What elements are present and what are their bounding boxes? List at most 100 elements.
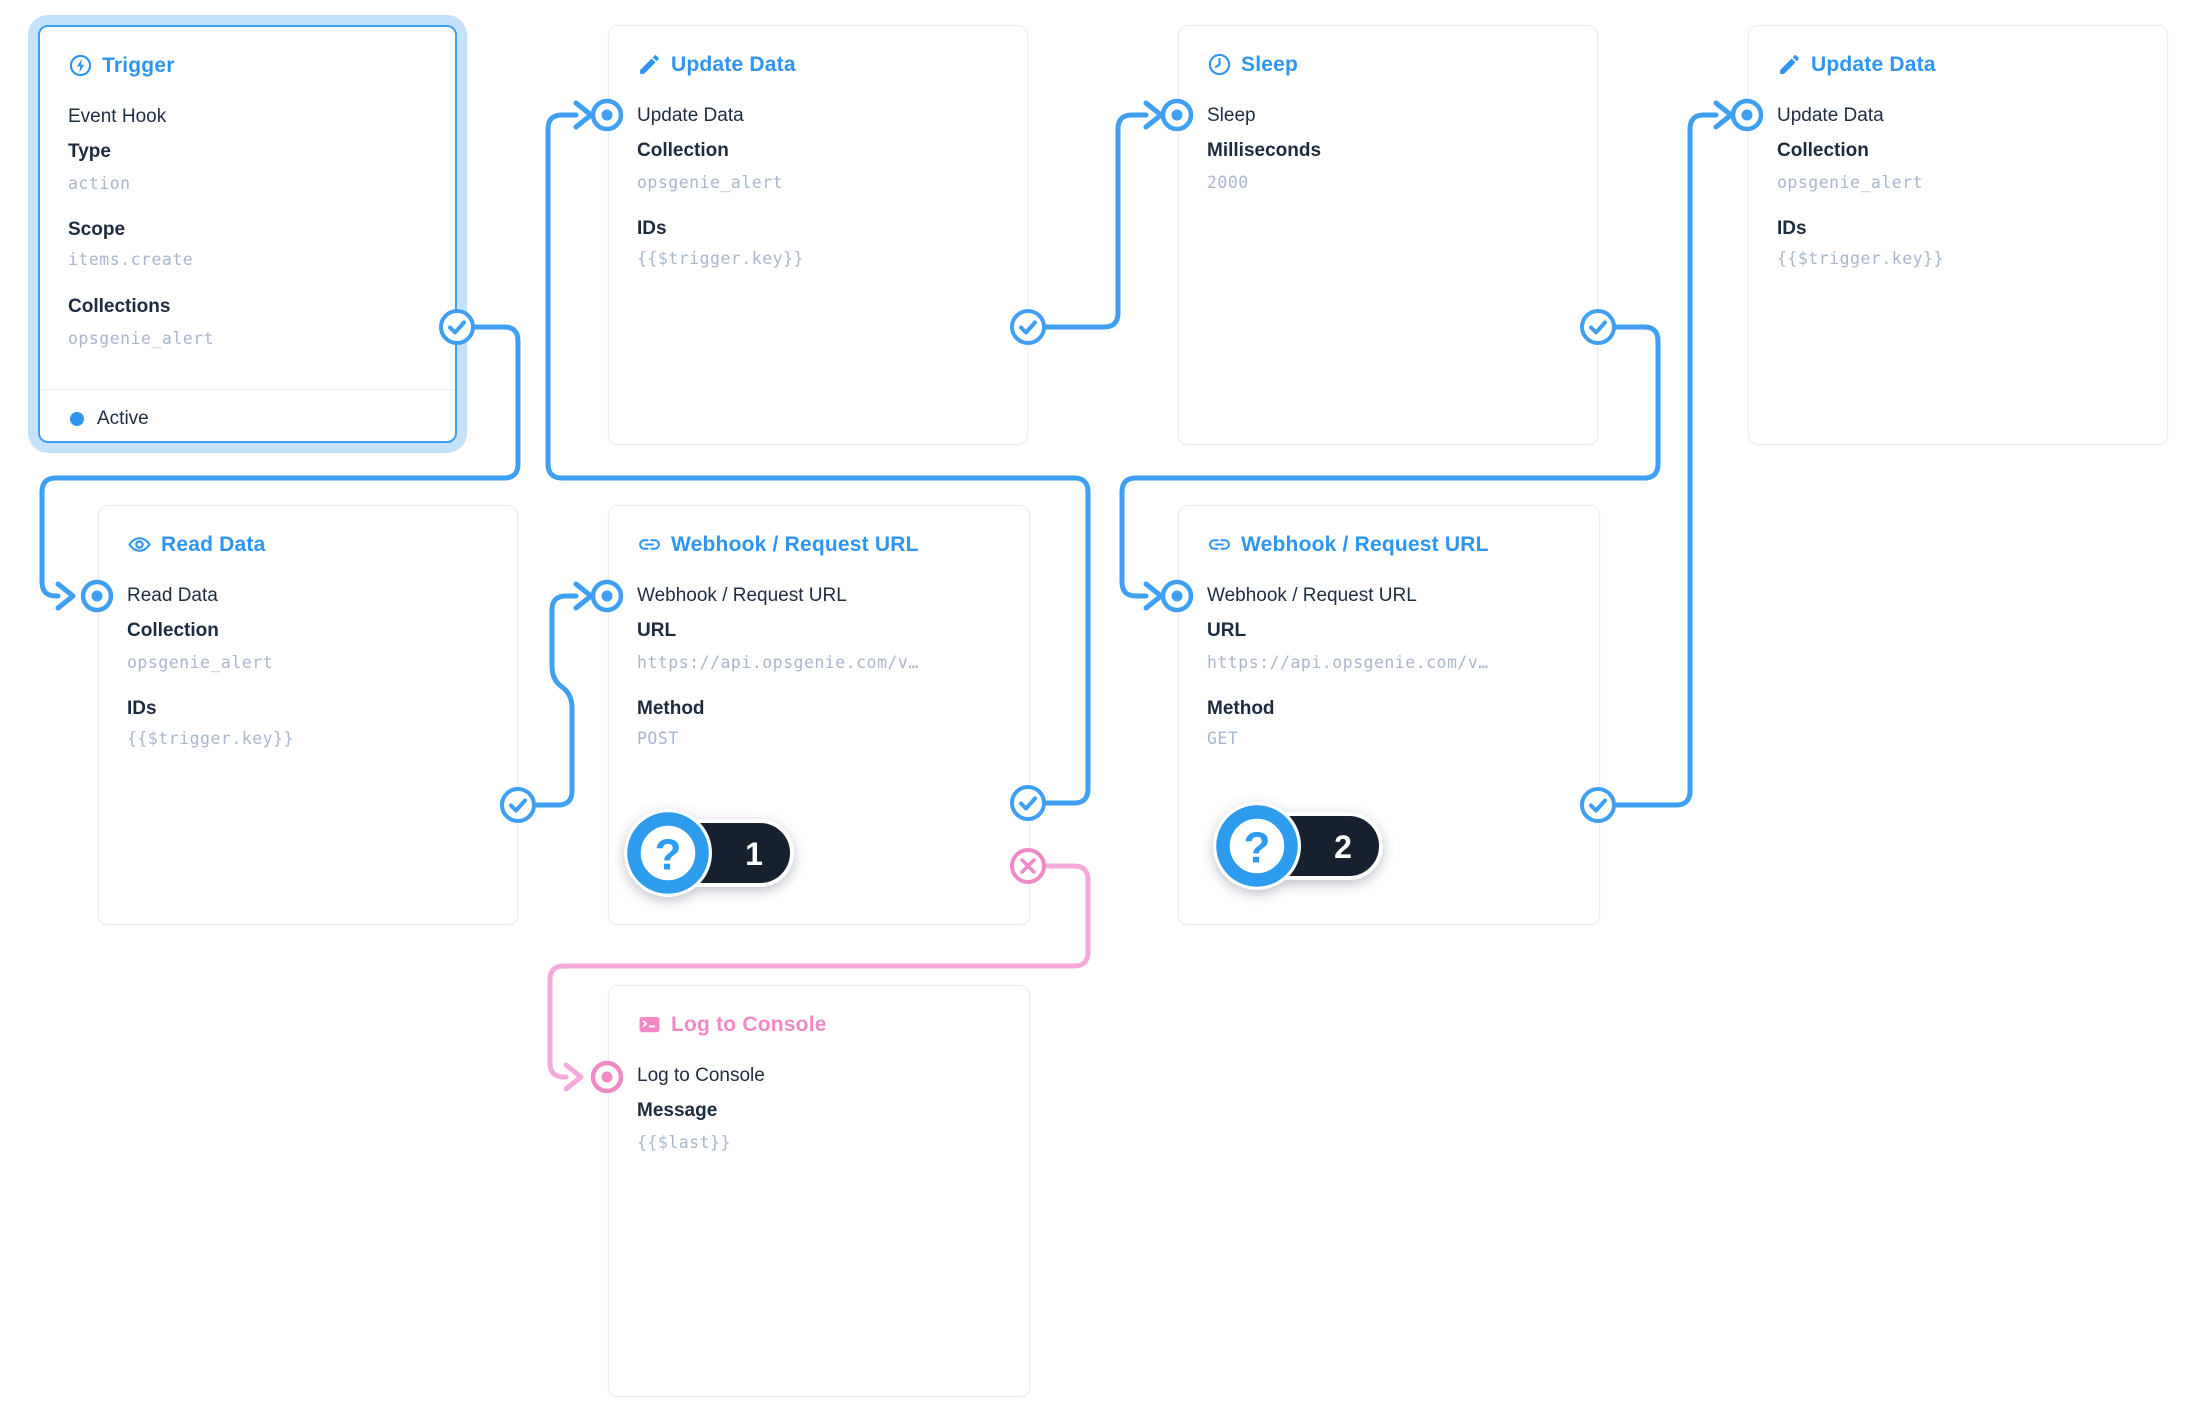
resolve-port-sleep[interactable] bbox=[1580, 309, 1616, 345]
checkmark-icon bbox=[1589, 320, 1607, 335]
node-title: Read Data bbox=[161, 532, 266, 556]
node-field-value: opsgenie_alert bbox=[68, 329, 215, 348]
result-count-badge[interactable]: 1? bbox=[624, 809, 794, 897]
input-port-update_b[interactable] bbox=[1730, 98, 1764, 132]
node-field-label: Collection bbox=[127, 620, 219, 641]
node-header: Webhook / Request URL bbox=[1207, 532, 1489, 557]
checkmark-icon bbox=[1589, 798, 1607, 813]
resolve-port-circle bbox=[500, 787, 536, 823]
resolve-port-update_a[interactable] bbox=[1010, 309, 1046, 345]
node-header: Sleep bbox=[1207, 52, 1298, 77]
edge-arrowhead-icon bbox=[1713, 100, 1734, 130]
input-port-dot bbox=[601, 109, 613, 121]
node-field-label: IDs bbox=[637, 218, 667, 239]
node-field-label: Collections bbox=[68, 296, 171, 317]
node-title: Webhook / Request URL bbox=[671, 532, 919, 556]
x-icon bbox=[1020, 858, 1036, 874]
resolve-port-webhook_post[interactable] bbox=[1010, 785, 1046, 821]
input-port-dot bbox=[601, 1071, 613, 1083]
result-count-badge[interactable]: 2? bbox=[1213, 802, 1383, 890]
node-field-value: action bbox=[68, 174, 131, 193]
node-field-label: Collection bbox=[1777, 140, 1869, 161]
node-field-value: https://api.opsgenie.com/v… bbox=[637, 653, 919, 672]
resolve-port-circle bbox=[1010, 785, 1046, 821]
bolt-circle-icon bbox=[68, 53, 93, 78]
node-field-value: opsgenie_alert bbox=[637, 173, 784, 192]
checkmark-icon bbox=[509, 798, 527, 813]
node-title: Sleep bbox=[1241, 52, 1299, 76]
node-field-label: URL bbox=[637, 620, 677, 641]
node-field-text: Log to Console bbox=[637, 1065, 765, 1086]
resolve-port-read[interactable] bbox=[500, 787, 536, 823]
node-field-label: Scope bbox=[68, 219, 126, 240]
node-field-value: opsgenie_alert bbox=[127, 653, 274, 672]
node-field-label: Method bbox=[1207, 698, 1275, 719]
node-field-value: 2000 bbox=[1207, 173, 1249, 192]
edge-arrowhead-icon bbox=[55, 581, 76, 611]
node-field-label: Type bbox=[68, 141, 111, 162]
node-field-value: {{$trigger.key}} bbox=[127, 729, 294, 748]
link-icon bbox=[1207, 532, 1232, 557]
node-header: Log to Console bbox=[637, 1012, 827, 1037]
badge-count: 2 bbox=[1334, 829, 1352, 865]
pencil-icon bbox=[637, 52, 662, 77]
node-field-label: IDs bbox=[127, 698, 157, 719]
input-port-update_a[interactable] bbox=[590, 98, 624, 132]
node-field-value: {{$trigger.key}} bbox=[1777, 249, 1944, 268]
badge-ring bbox=[627, 812, 709, 894]
checkmark-icon bbox=[448, 320, 466, 335]
node-field-value: GET bbox=[1207, 729, 1239, 748]
clock-icon bbox=[1207, 52, 1232, 77]
reject-port-webhook_post[interactable] bbox=[1010, 848, 1046, 884]
input-port-dot bbox=[1171, 590, 1183, 602]
node-field-value: opsgenie_alert bbox=[1777, 173, 1924, 192]
node-field-label: Collection bbox=[637, 140, 729, 161]
terminal-icon bbox=[637, 1012, 662, 1037]
edge-arrowhead-icon bbox=[1143, 100, 1164, 130]
node-field-value: https://api.opsgenie.com/v… bbox=[1207, 653, 1489, 672]
node-field-text: Sleep bbox=[1207, 105, 1256, 126]
question-mark-icon: ? bbox=[1244, 824, 1271, 873]
trigger-status: Active bbox=[70, 408, 149, 430]
badge-count: 1 bbox=[745, 836, 763, 872]
node-title: Update Data bbox=[1811, 52, 1936, 76]
edge-webhook_get-resolve-to-update_b bbox=[1595, 112, 1719, 808]
node-title: Trigger bbox=[102, 53, 175, 77]
node-field-text: Update Data bbox=[1777, 105, 1884, 126]
pencil-icon bbox=[1777, 52, 1802, 77]
node-header: Webhook / Request URL bbox=[637, 532, 919, 557]
node-field-text: Update Data bbox=[637, 105, 744, 126]
node-header: Trigger bbox=[68, 53, 175, 78]
resolve-port-circle bbox=[439, 309, 475, 345]
input-port-dot bbox=[91, 590, 103, 602]
resolve-port-webhook_get[interactable] bbox=[1580, 787, 1616, 823]
resolve-port-trigger[interactable] bbox=[439, 309, 475, 345]
input-port-webhook_post[interactable] bbox=[590, 579, 624, 613]
node-title: Update Data bbox=[671, 52, 796, 76]
resolve-port-circle bbox=[1580, 787, 1616, 823]
input-port-webhook_get[interactable] bbox=[1160, 579, 1194, 613]
node-field-value: {{$trigger.key}} bbox=[637, 249, 804, 268]
node-field-text: Event Hook bbox=[68, 106, 167, 127]
input-port-sleep[interactable] bbox=[1160, 98, 1194, 132]
checkmark-icon bbox=[1019, 796, 1037, 811]
node-title: Webhook / Request URL bbox=[1241, 532, 1489, 556]
checkmark-icon bbox=[1019, 320, 1037, 335]
input-port-dot bbox=[1741, 109, 1753, 121]
node-field-label: Method bbox=[637, 698, 705, 719]
node-field-label: Message bbox=[637, 1100, 718, 1121]
edge-arrowhead-icon bbox=[563, 1062, 584, 1092]
input-port-dot bbox=[1171, 109, 1183, 121]
active-status-label: Active bbox=[97, 408, 149, 429]
input-port-read[interactable] bbox=[80, 579, 114, 613]
edge-arrowhead-icon bbox=[1143, 581, 1164, 611]
question-mark-icon: ? bbox=[655, 831, 682, 880]
input-port-log[interactable] bbox=[590, 1060, 624, 1094]
